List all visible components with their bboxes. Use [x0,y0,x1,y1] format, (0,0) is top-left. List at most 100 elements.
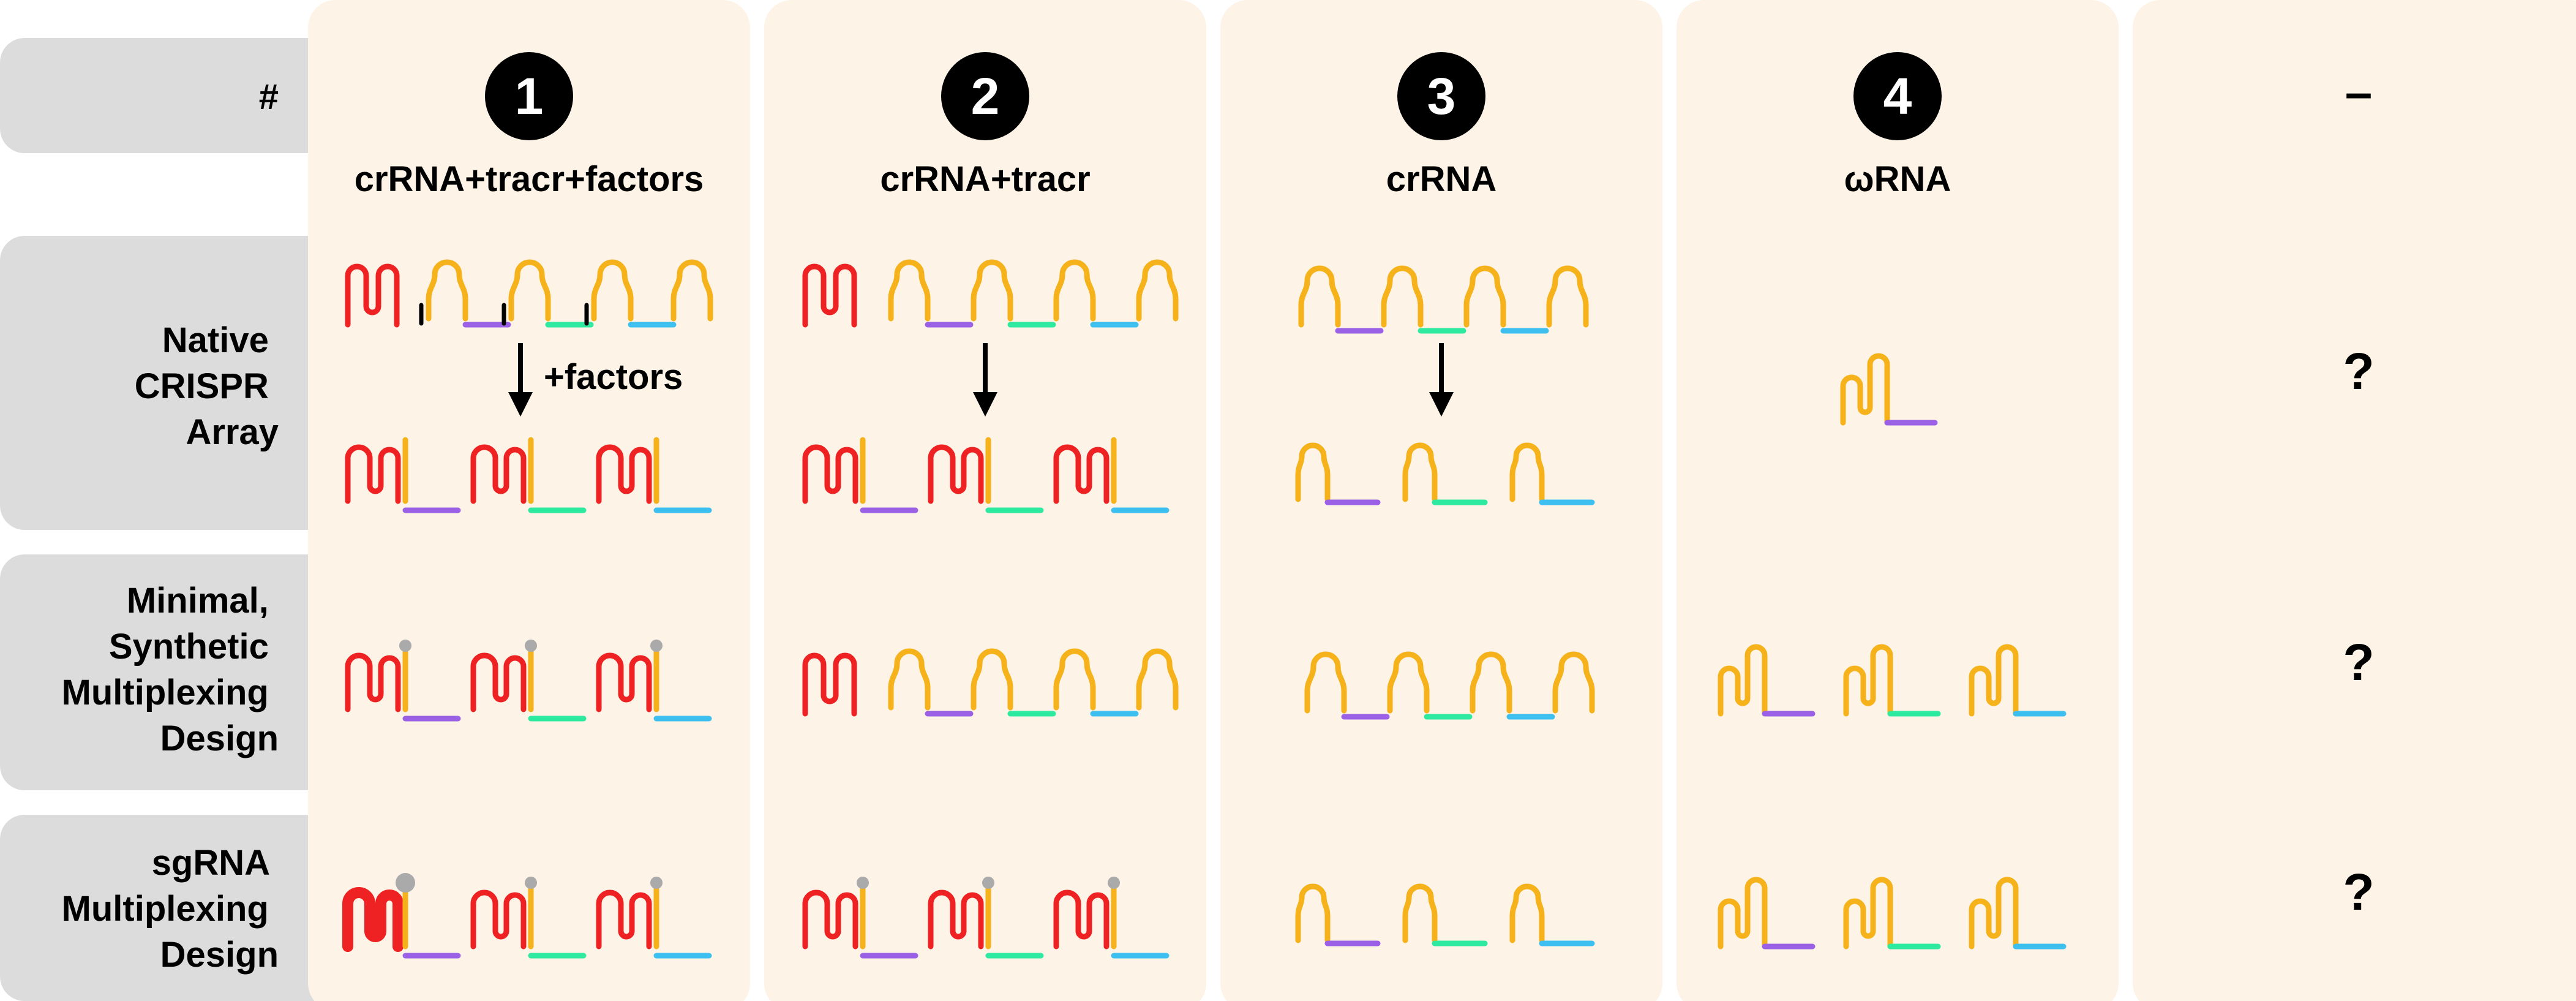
row-label-sgrna: sgRNA Multiplexing Design [62,843,279,975]
column-1-number: 1 [515,67,544,125]
c1-native-last-repeat [670,259,713,322]
c1-minimal-unit-1-tracr [345,652,401,712]
row-label-panel-number [0,38,343,153]
row-label-number: # [259,77,279,117]
c1-sgrna-unit-2-tracr [470,890,527,950]
c3-sgrna-unit-3-repeat [1509,883,1545,943]
column-panel-2 [764,0,1206,1001]
c3-native-processed-2-repeat [1402,442,1438,502]
row-labels: # Native CRISPR Array Minimal, Synthetic… [62,77,279,975]
c1-sgrna-unit-1-cap [396,873,415,893]
c4-minimal-unit-3-scaffold [1969,644,2019,717]
c2-sgrna-unit-1-cap [857,877,869,889]
c2-native-unit-3-repeat [1053,259,1096,322]
c3-native-unit-3-repeat [1463,265,1506,328]
c4-native-unit-scaffold [1840,353,1890,426]
c2-minimal-unit-1-repeat [888,648,931,711]
column-4-title: ωRNA [1844,159,1951,199]
column-5-cells: ? ? ? [2343,342,2374,921]
c2-native-processed-2-tracr [928,444,984,504]
c2-native-unit-1-repeat [888,259,931,322]
c2-sgrna-unit-2-cap [982,877,994,889]
unknown-native-cell: ? [2343,342,2374,400]
column-2-number: 2 [971,67,1000,125]
row-label-panel-sgrna [0,815,343,1001]
c1-native-unit-2-repeat [508,259,551,322]
column-1-title: crRNA+tracr+factors [355,159,704,199]
c2-native-tracr [802,263,857,328]
column-1-header: 1 crRNA+tracr+factors [355,52,704,199]
column-3-number: 3 [1427,67,1456,125]
c2-sgrna-unit-1-tracr [802,890,858,950]
rna-glyphs [342,259,2067,959]
c1-sgrna-unit-3-tracr [596,890,652,950]
c1-minimal-unit-2-tracr [470,652,527,712]
c2-native-processed-3-tracr [1053,444,1110,504]
c2-native-unit-2-repeat [971,259,1013,322]
c1-native-processed-2-tracr [470,444,527,504]
row-label-panel-native [0,236,343,530]
column-5-header: – [2345,65,2373,119]
factors-label: +factors [544,357,683,397]
column-2-title: crRNA+tracr [880,159,1090,199]
c1-sgrna-unit-1-tracr [342,887,404,952]
row-label-minimal: Minimal, Synthetic Multiplexing Design [62,581,279,758]
column-3-title: crRNA [1386,159,1497,199]
c1-minimal-unit-3-tracr [596,652,652,712]
c3-native-processed-3-repeat [1509,442,1545,502]
c1-minimal-unit-2-cap [525,640,537,652]
column-1-number-badge [485,52,573,140]
c2-minimal-unit-3-repeat [1053,648,1096,711]
c3-minimal-unit-2-repeat [1387,651,1430,714]
c1-sgrna-unit-3-cap [650,877,663,889]
column-3-number-badge [1397,52,1485,140]
c1-native-unit-3-repeat [591,259,634,322]
c2-sgrna-unit-3-tracr [1053,890,1110,950]
c1-native-unit-1-repeat [426,259,468,322]
c3-minimal-unit-3-repeat [1470,651,1512,714]
unknown-minimal-cell: ? [2343,633,2374,691]
c1-native-processed-1-tracr [345,444,401,504]
column-4-number: 4 [1883,67,1912,125]
c3-sgrna-unit-2-repeat [1402,883,1438,943]
c1-sgrna-unit-2-cap [525,877,537,889]
c4-sgrna-unit-3-scaffold [1969,877,2019,950]
column-panel-4 [1677,0,2119,1001]
native-column-1-processing: +factors [508,343,683,417]
column-headers: 1 crRNA+tracr+factors 2 crRNA+tracr 3 cr… [355,52,2373,199]
c2-sgrna-unit-2-tracr [928,890,984,950]
row-label-panels [0,38,343,1001]
c2-minimal-tracr [802,652,857,717]
c4-sgrna-unit-2-scaffold [1843,877,1893,950]
c1-native-tracr [345,263,400,328]
column-4-header: 4 ωRNA [1844,52,1951,199]
c2-native-processed-1-tracr [802,444,858,504]
c4-sgrna-unit-1-scaffold [1718,877,1768,950]
c4-minimal-unit-1-scaffold [1718,644,1768,717]
c2-minimal-last-repeat [1136,648,1179,711]
c3-sgrna-unit-1-repeat [1295,883,1331,943]
c1-minimal-unit-1-cap [399,640,411,652]
column-4-number-badge [1853,52,1942,140]
column-2-number-badge [941,52,1029,140]
c3-native-processed-1-repeat [1295,442,1331,502]
c3-minimal-last-repeat [1552,651,1595,714]
c3-native-unit-1-repeat [1298,265,1341,328]
c3-minimal-unit-1-repeat [1304,651,1347,714]
c3-native-unit-2-repeat [1381,265,1424,328]
column-3-header: 3 crRNA [1386,52,1497,199]
c1-native-processed-3-tracr [596,444,652,504]
c3-native-last-repeat [1546,265,1589,328]
c1-minimal-unit-3-cap [650,640,663,652]
column-panel-5 [2133,0,2576,1001]
row-label-panel-minimal [0,554,343,790]
c2-minimal-unit-2-repeat [971,648,1013,711]
row-label-native: Native CRISPR Array [135,320,279,452]
c2-sgrna-unit-3-cap [1108,877,1120,889]
unknown-sgrna-cell: ? [2343,863,2374,921]
column-2-header: 2 crRNA+tracr [880,52,1091,199]
column-5-symbol: – [2345,65,2373,119]
c2-native-last-repeat [1136,259,1179,322]
c4-minimal-unit-2-scaffold [1843,644,1893,717]
